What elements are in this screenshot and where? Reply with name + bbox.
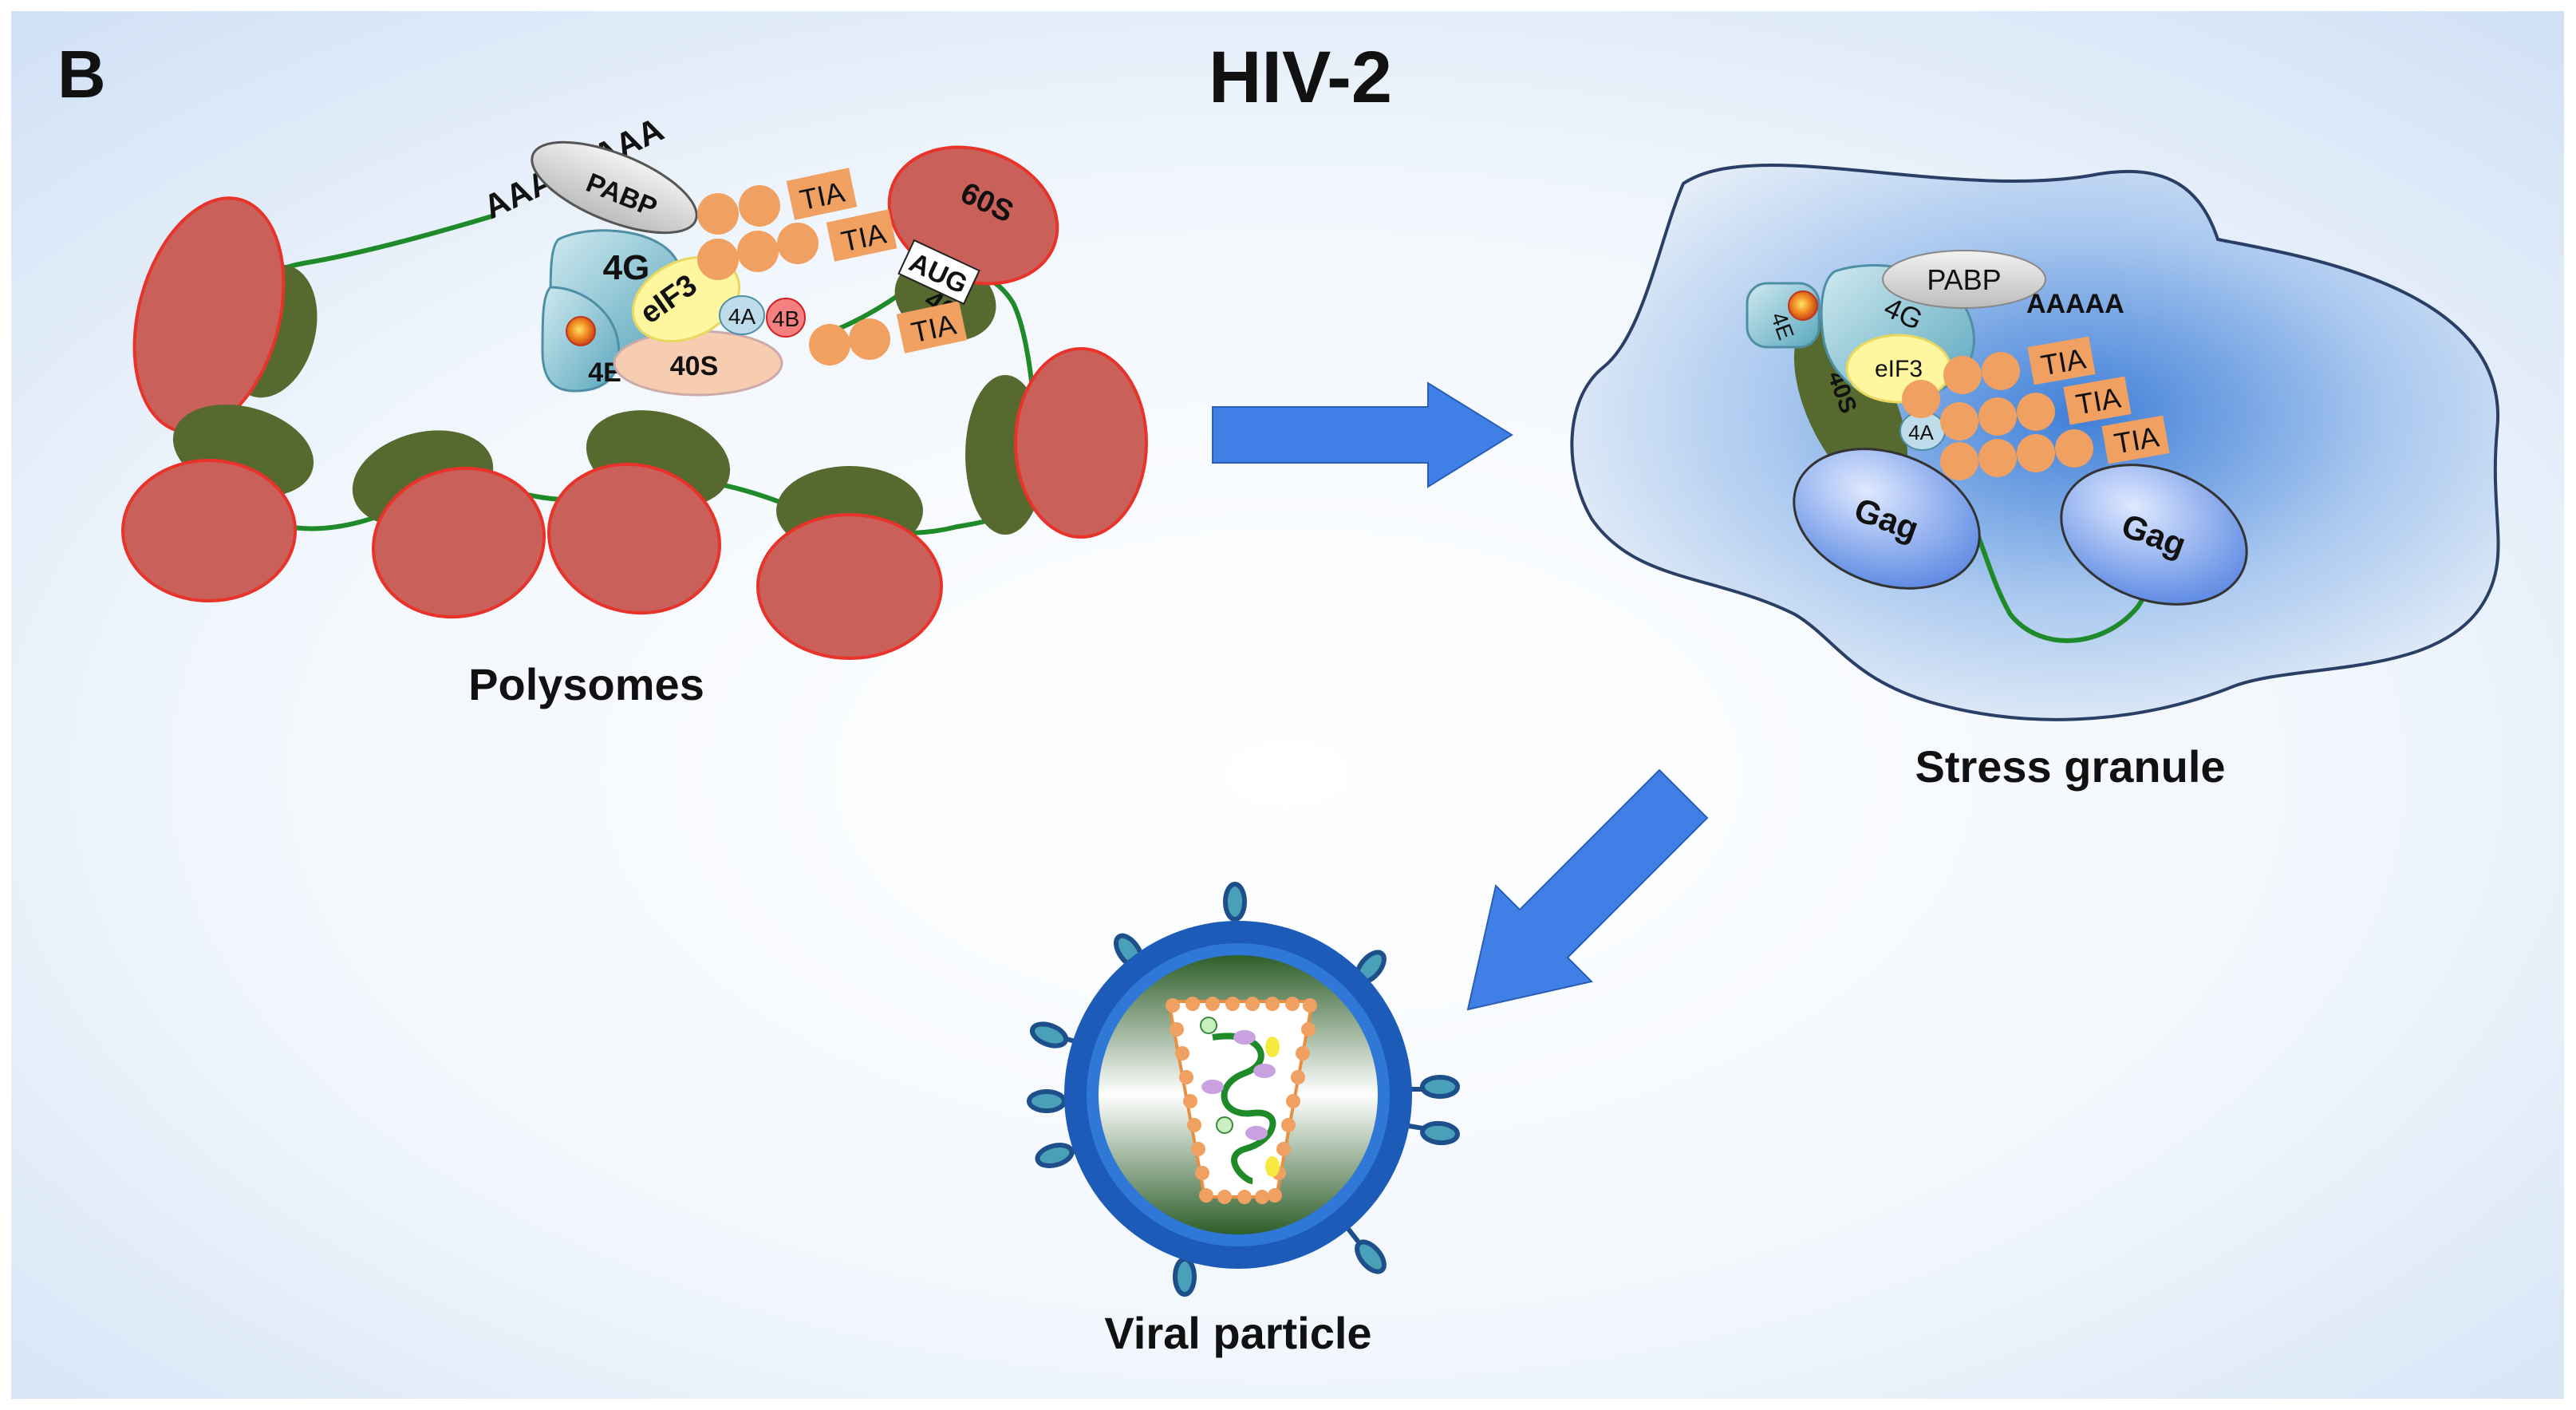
cap-structure xyxy=(566,316,596,346)
sg-tia-chain-2: TIA xyxy=(1902,376,2132,440)
gag-protein-2: Gag xyxy=(2060,464,2248,606)
arrow-to-viral-particle xyxy=(1466,768,1709,1011)
panel-letter: B xyxy=(57,37,106,112)
sg-eif3-label: eIF3 xyxy=(1875,356,1923,382)
tia-chain-2: TIA xyxy=(697,209,897,280)
ribosome-1 xyxy=(132,196,318,434)
sg-cap-structure xyxy=(1788,290,1818,321)
ribosome-5 xyxy=(756,466,943,660)
caption-viral-particle: Viral particle xyxy=(1104,1308,1371,1358)
subunit-40s-label: 40S xyxy=(670,351,719,381)
ribosome-4 xyxy=(546,410,731,615)
viral-rna xyxy=(1212,1033,1276,1184)
polysomes-group: 60S 40 AAAAAAAA PABP 4G 4E 40S e xyxy=(121,110,1148,709)
sg-pabp-label: PABP xyxy=(1927,263,2001,296)
tia-chain-3: TIA xyxy=(809,301,968,365)
sg-tia-chain-3: TIA xyxy=(1940,415,2170,480)
stress-granule-group: 40S 4G 4E PABP AAAAA eIF3 4A xyxy=(1570,164,2500,792)
sg-poly-a-tail: AAAAA xyxy=(2026,289,2124,319)
sg-tia-label-3: TIA xyxy=(2112,420,2161,460)
eif4e-protein: 4E xyxy=(541,286,621,393)
sg-tia-chain-1: TIA xyxy=(1943,336,2096,394)
ribosome-3 xyxy=(352,430,546,619)
caption-stress-granule: Stress granule xyxy=(1915,741,2225,792)
arrow-to-stress-granule xyxy=(1212,381,1513,488)
ribosome-6 xyxy=(965,347,1148,539)
sg-tia-label-2: TIA xyxy=(2073,381,2123,421)
gag-protein-1: Gag xyxy=(1793,448,1981,590)
eif4b-label: 4B xyxy=(772,306,799,331)
sg-eif4a-label: 4A xyxy=(1908,421,1934,444)
eif4g-label: 4G xyxy=(603,248,650,287)
pabp-protein: PABP xyxy=(531,140,698,235)
sg-eif4e-protein: 4E xyxy=(1746,282,1821,349)
ribosome-2 xyxy=(121,404,314,602)
figure-title: HIV-2 xyxy=(1209,37,1392,118)
caption-polysomes: Polysomes xyxy=(468,659,704,709)
eif4a-label: 4A xyxy=(728,304,756,329)
viral-capsid xyxy=(1166,997,1317,1204)
tia-chain-1: TIA xyxy=(697,168,858,235)
viral-particle-group: Viral particle xyxy=(1027,882,1460,1358)
sg-tia-label-1: TIA xyxy=(2038,342,2088,381)
eif4a-protein: 4A xyxy=(719,295,765,335)
sg-pabp-protein: PABP xyxy=(1882,250,2046,309)
subunit-40s: 40S xyxy=(613,330,783,397)
eif4b-protein: 4B xyxy=(766,298,806,338)
